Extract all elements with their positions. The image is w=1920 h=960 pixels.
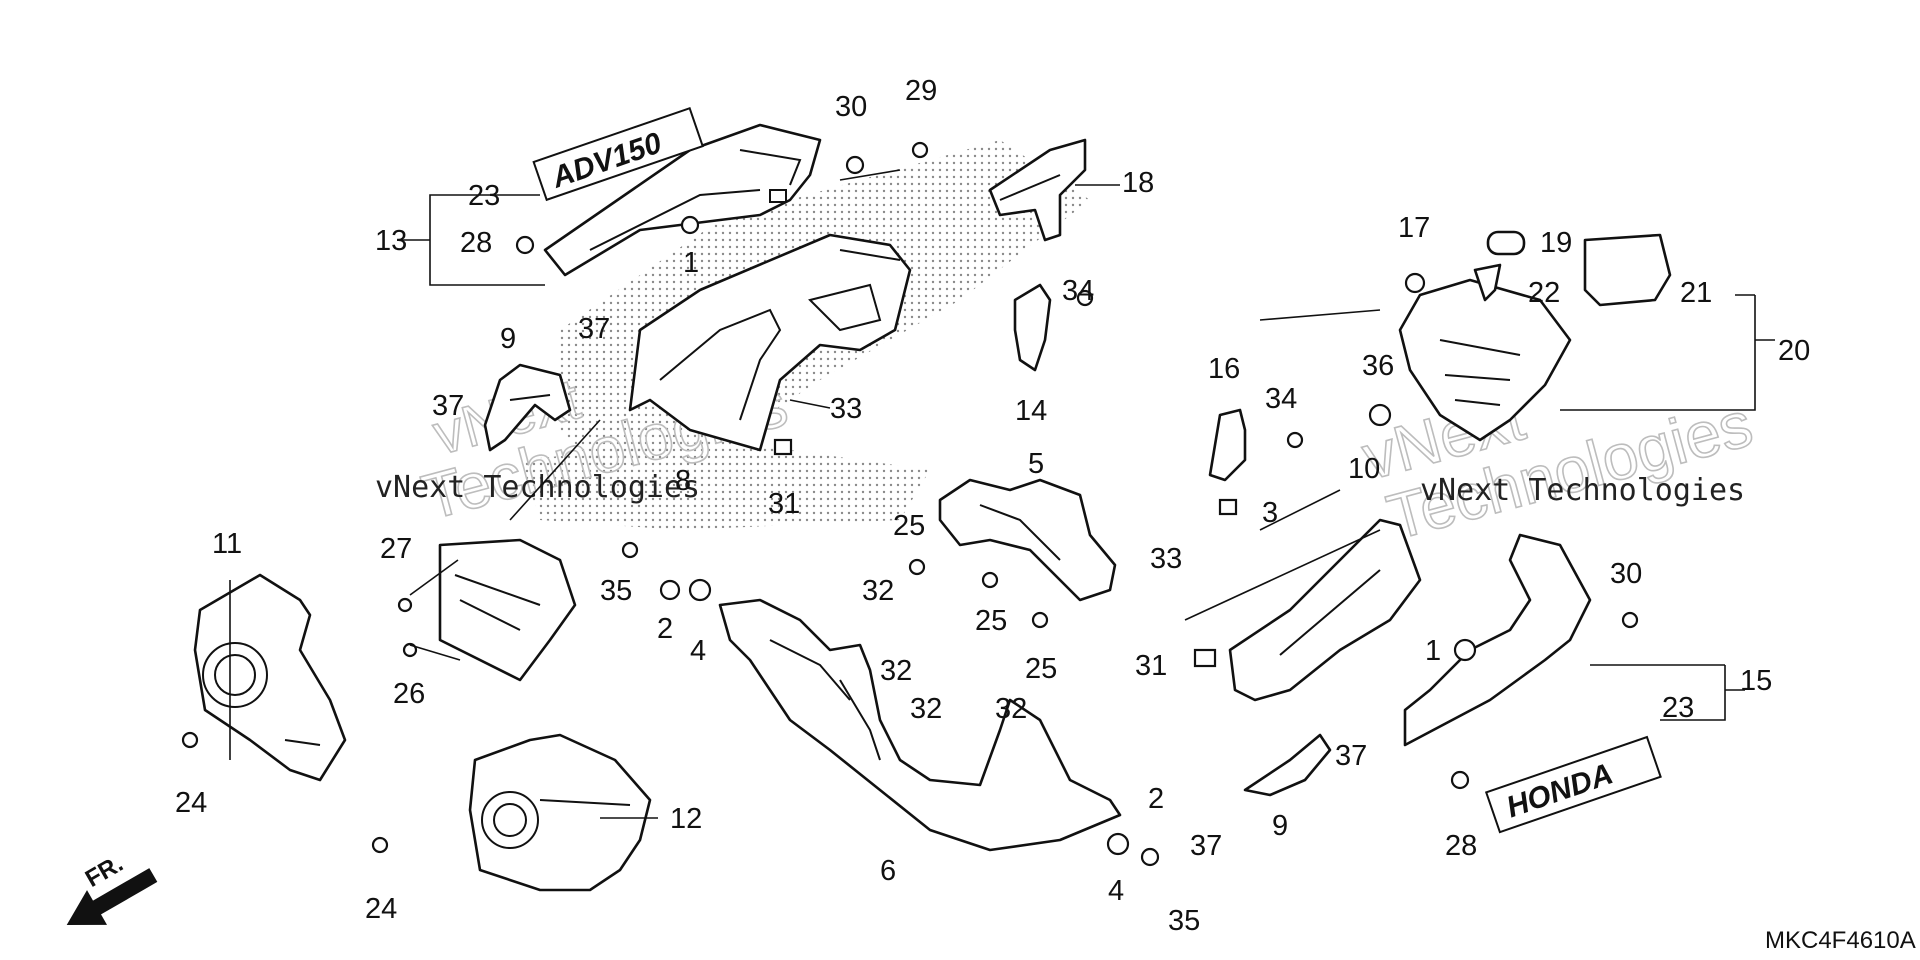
part-15-lower-cover bbox=[1403, 533, 1592, 747]
callout-32-c: 32 bbox=[910, 693, 942, 725]
callout-15: 15 bbox=[1740, 665, 1772, 697]
diagram-code: MKC4F4610A bbox=[1765, 927, 1916, 954]
part-22-clip bbox=[1473, 263, 1502, 302]
callout-28-lower: 28 bbox=[1445, 830, 1477, 862]
callout-30-right: 30 bbox=[1610, 558, 1642, 590]
callout-2-right: 2 bbox=[1148, 783, 1164, 815]
callout-35: 35 bbox=[600, 575, 632, 607]
callout-14: 14 bbox=[1015, 395, 1047, 427]
leader-lines bbox=[229, 169, 1775, 819]
callout-3: 3 bbox=[1262, 497, 1278, 529]
part-9-left-panel bbox=[483, 363, 572, 452]
callout-24-lower: 24 bbox=[365, 893, 397, 925]
callout-28: 28 bbox=[460, 227, 492, 259]
callout-6: 6 bbox=[880, 855, 896, 887]
part-11-left-inner-cover bbox=[193, 573, 347, 782]
callout-34-right: 34 bbox=[1265, 383, 1297, 415]
part-10-right-floor-panel bbox=[1228, 518, 1422, 702]
callout-23-lower: 23 bbox=[1662, 692, 1694, 724]
callout-4: 4 bbox=[690, 635, 706, 667]
part-16-stay bbox=[1208, 408, 1247, 482]
part-9-lower-panel bbox=[1243, 733, 1332, 797]
callout-9-lower: 9 bbox=[1272, 810, 1288, 842]
callout-35-lower: 35 bbox=[1168, 905, 1200, 937]
fasteners bbox=[181, 141, 1639, 867]
callout-37-right: 37 bbox=[1335, 740, 1367, 772]
callout-32-a: 32 bbox=[862, 575, 894, 607]
callout-32-b: 32 bbox=[880, 655, 912, 687]
callout-12: 12 bbox=[670, 803, 702, 835]
callout-37: 37 bbox=[578, 313, 610, 345]
callout-1-right: 1 bbox=[1425, 635, 1441, 667]
part-20-inner-box bbox=[1398, 278, 1572, 442]
decal-23-lower: HONDA bbox=[1484, 735, 1662, 834]
callout-34: 34 bbox=[1062, 275, 1094, 307]
callout-33: 33 bbox=[830, 393, 862, 425]
callout-19: 19 bbox=[1540, 227, 1572, 259]
part-6-floor-panel bbox=[718, 598, 1122, 852]
callout-25-c: 25 bbox=[1025, 653, 1057, 685]
callout-4-right: 4 bbox=[1108, 875, 1124, 907]
watermark-brand-left: vNext Technologies bbox=[375, 470, 700, 505]
callout-33-right: 33 bbox=[1150, 543, 1182, 575]
callout-29: 29 bbox=[905, 75, 937, 107]
callout-10: 10 bbox=[1348, 453, 1380, 485]
front-direction-arrow: FR. bbox=[66, 850, 158, 925]
part-18-bracket bbox=[988, 138, 1087, 242]
callout-17: 17 bbox=[1398, 212, 1430, 244]
part-14-clip-bracket bbox=[1013, 283, 1052, 372]
callout-21: 21 bbox=[1680, 277, 1712, 309]
callout-30: 30 bbox=[835, 91, 867, 123]
callout-37-lower: 37 bbox=[1190, 830, 1222, 862]
callout-11: 11 bbox=[212, 528, 242, 560]
callout-23-upper: 23 bbox=[468, 180, 500, 212]
part-12-front-cover bbox=[468, 733, 652, 892]
callout-26: 26 bbox=[393, 678, 425, 710]
callout-36: 36 bbox=[1362, 350, 1394, 382]
part-8-inner-panel bbox=[628, 233, 912, 452]
callout-5: 5 bbox=[1028, 448, 1044, 480]
part-19-grommet bbox=[1486, 230, 1526, 256]
callout-9: 9 bbox=[500, 323, 516, 355]
callout-16: 16 bbox=[1208, 353, 1240, 385]
callout-1: 1 bbox=[683, 247, 699, 279]
watermark-brand-right: vNext Technologies bbox=[1420, 473, 1745, 508]
callout-32-d: 32 bbox=[995, 693, 1027, 725]
part-5-center-cover bbox=[938, 478, 1117, 602]
callout-25-b: 25 bbox=[975, 605, 1007, 637]
callout-22: 22 bbox=[1528, 277, 1560, 309]
callout-13: 13 bbox=[375, 225, 407, 257]
callout-37-left: 37 bbox=[432, 390, 464, 422]
callout-labels: 1 1 2 2 3 4 4 5 6 8 9 9 10 11 12 13 14 1… bbox=[175, 75, 1810, 937]
part-21-lid bbox=[1583, 233, 1672, 307]
callout-18: 18 bbox=[1122, 167, 1154, 199]
callout-31: 31 bbox=[768, 488, 800, 520]
callout-31-right: 31 bbox=[1135, 650, 1167, 682]
callout-8: 8 bbox=[675, 465, 691, 497]
callout-20: 20 bbox=[1778, 335, 1810, 367]
part-13-upper-cover bbox=[543, 123, 822, 277]
callout-27: 27 bbox=[380, 533, 412, 565]
part-7-side-panel bbox=[438, 538, 577, 682]
callout-24: 24 bbox=[175, 787, 207, 819]
callout-2: 2 bbox=[657, 613, 673, 645]
callout-25-a: 25 bbox=[893, 510, 925, 542]
